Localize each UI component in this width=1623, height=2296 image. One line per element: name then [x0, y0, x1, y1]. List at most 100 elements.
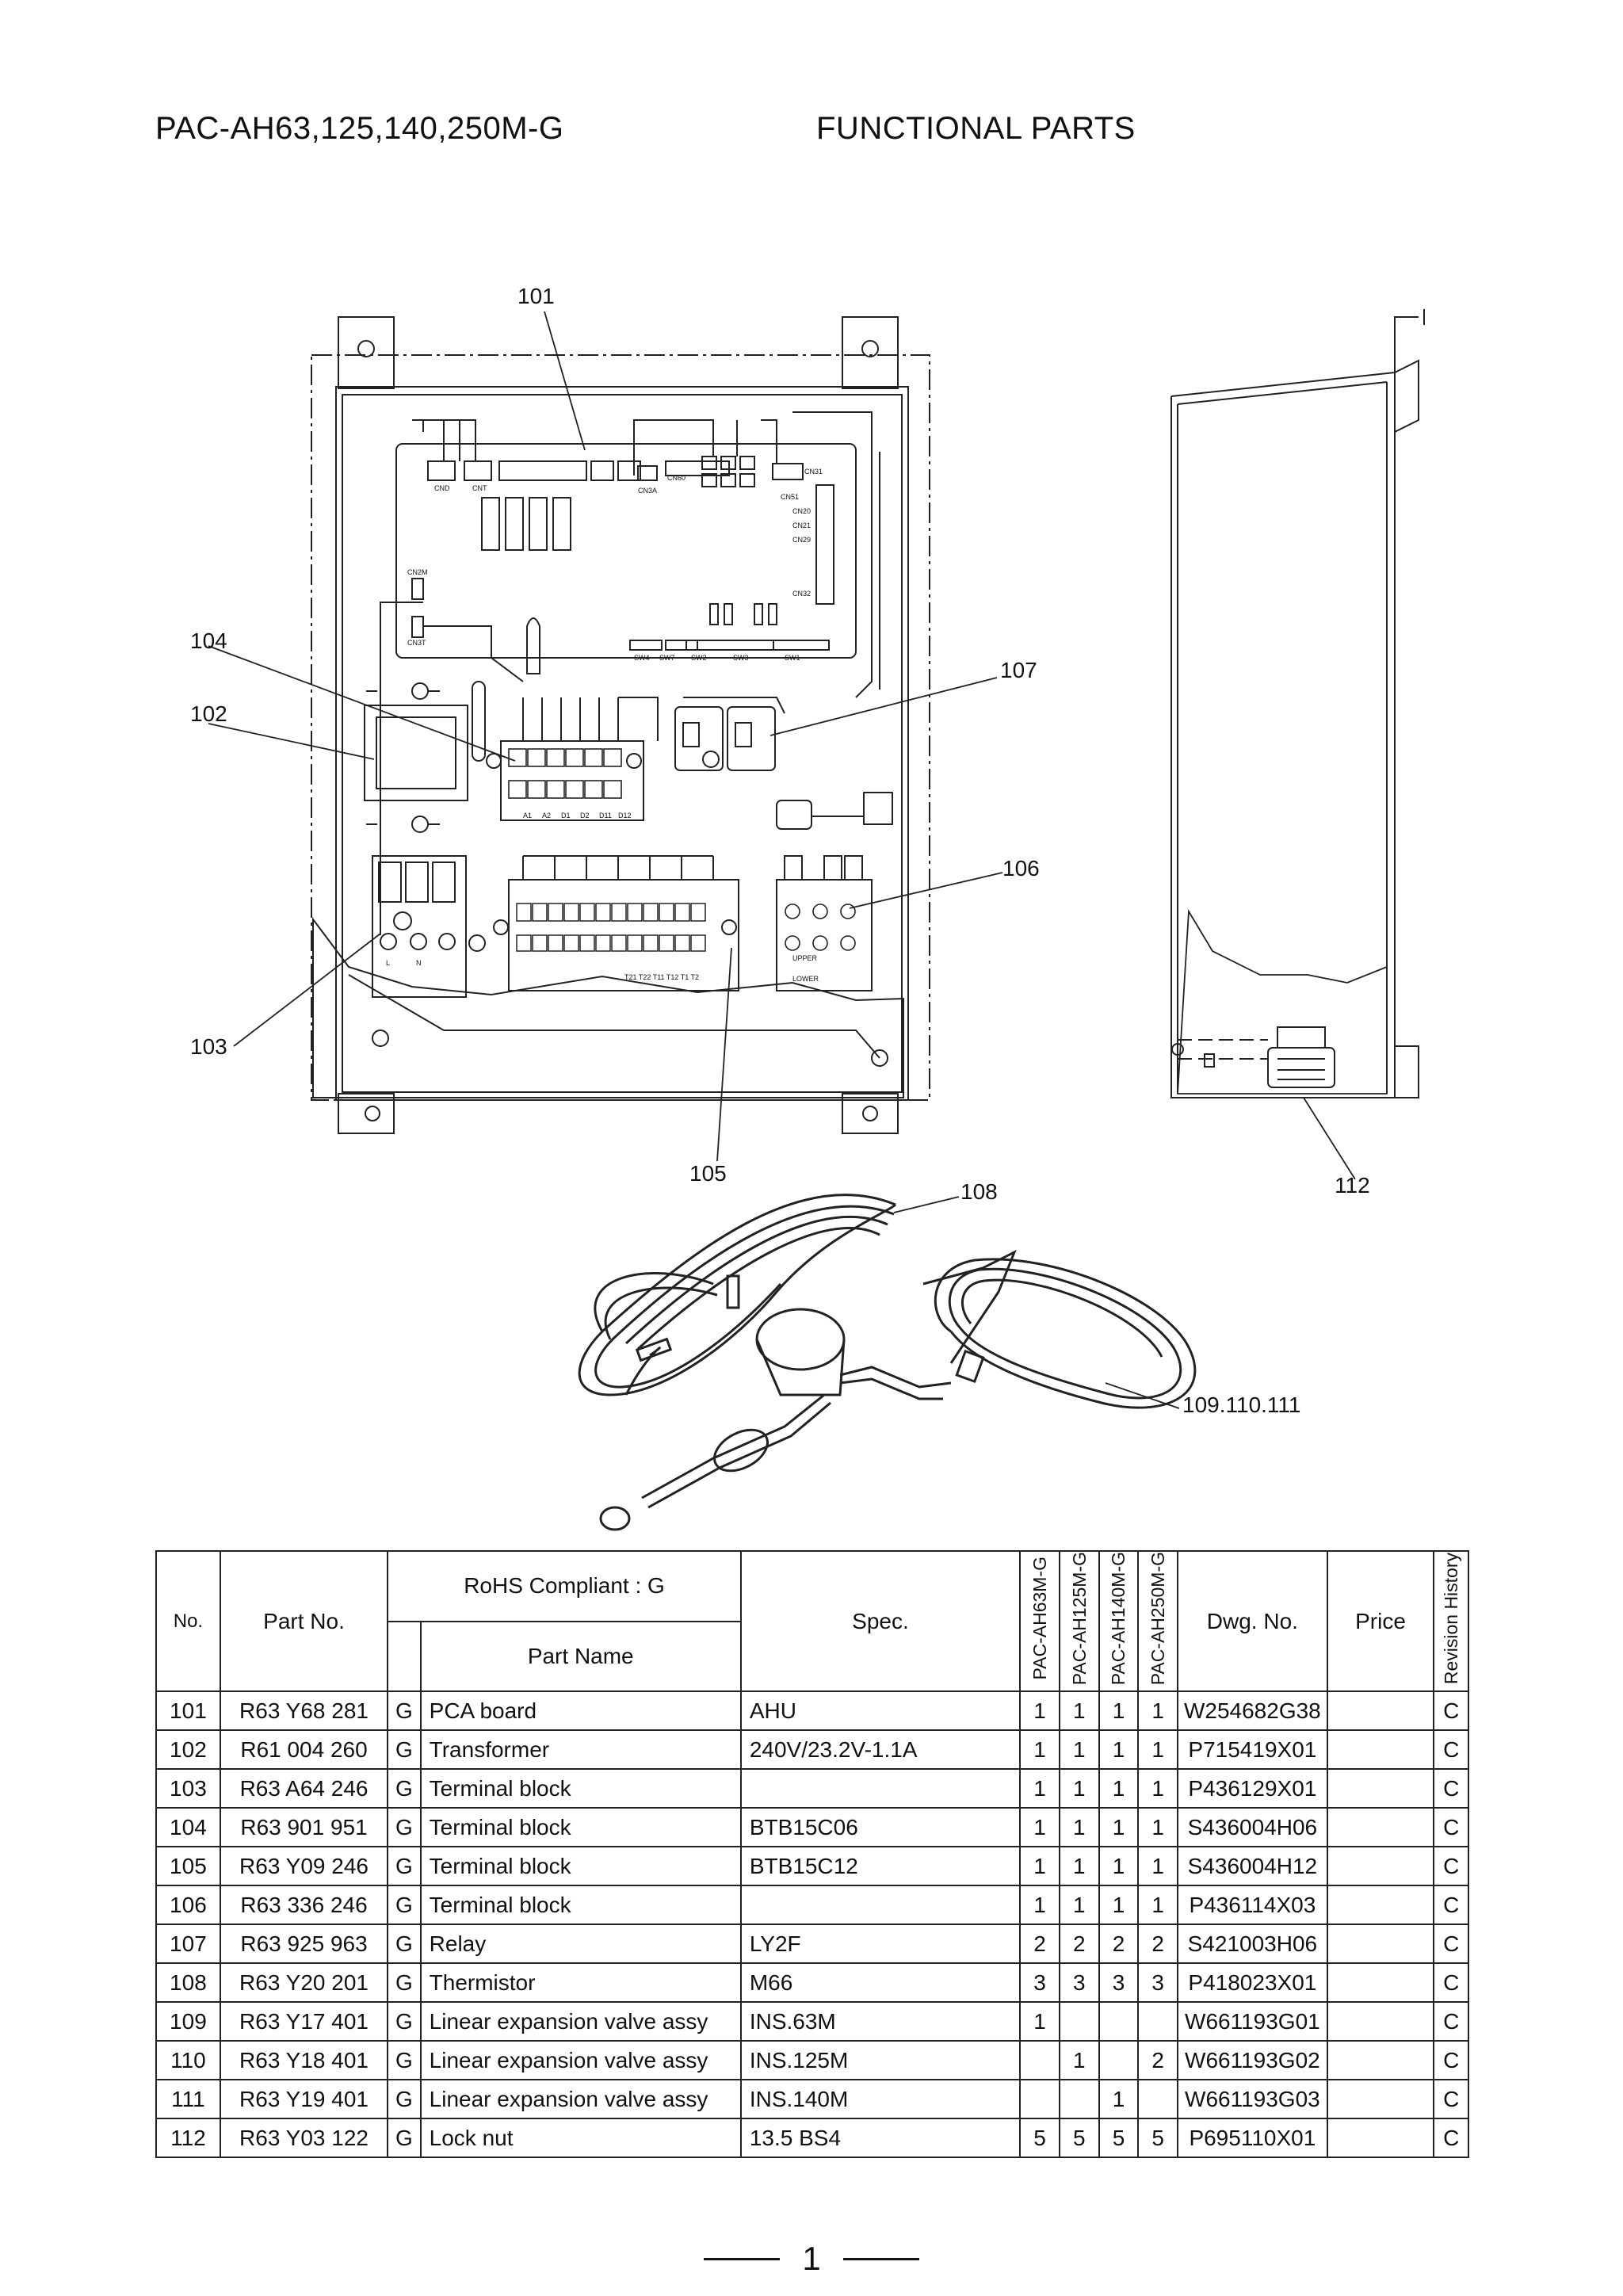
cell-qty-model-4: 1 — [1137, 1807, 1179, 1848]
callout-105: 105 — [689, 1161, 727, 1186]
cell-spec: LY2F — [739, 1924, 1022, 1965]
page-footer: 1 — [0, 2240, 1623, 2278]
parts-table: No. Part No. RoHS Compliant : G Spec. PA… — [155, 1549, 1469, 2159]
svg-text:CN20: CN20 — [792, 507, 811, 515]
cell-qty-model-2: 2 — [1058, 1924, 1100, 1965]
cell-revision: C — [1433, 2001, 1469, 2042]
col-header-revision: Revision History — [1433, 1549, 1469, 1693]
cell-qty-model-3: 2 — [1098, 1924, 1140, 1965]
cell-price — [1326, 2079, 1435, 2120]
svg-text:CN51: CN51 — [781, 493, 799, 501]
cell-no: 103 — [155, 1768, 221, 1809]
cell-spec: 13.5 BS4 — [739, 2118, 1022, 2159]
cell-qty-model-1: 1 — [1019, 1690, 1060, 1732]
cell-rohs: G — [387, 2040, 422, 2081]
cell-dwg-no: P436114X03 — [1177, 1885, 1328, 1926]
cell-price — [1326, 2040, 1435, 2081]
cell-revision: C — [1433, 1690, 1469, 1732]
cell-price — [1326, 1807, 1435, 1848]
cell-dwg-no: W661193G03 — [1177, 2079, 1328, 2120]
svg-text:N: N — [416, 959, 422, 967]
svg-text:SW7: SW7 — [659, 654, 675, 662]
cell-no: 110 — [155, 2040, 221, 2081]
cell-no: 106 — [155, 1885, 221, 1926]
cell-rohs: G — [387, 1768, 422, 1809]
cell-part-no: R63 Y19 401 — [219, 2079, 389, 2120]
cell-qty-model-1: 1 — [1019, 1885, 1060, 1926]
cell-price — [1326, 1690, 1435, 1732]
cell-part-no: R63 336 246 — [219, 1885, 389, 1926]
cell-qty-model-4: 2 — [1137, 1924, 1179, 1965]
svg-text:CN31: CN31 — [804, 468, 823, 476]
col-header-model-3: PAC-AH140M-G — [1098, 1549, 1140, 1693]
cell-qty-model-2: 1 — [1058, 1885, 1100, 1926]
cell-qty-model-1: 1 — [1019, 1846, 1060, 1887]
cell-part-no: R61 004 260 — [219, 1729, 389, 1771]
cell-qty-model-1: 2 — [1019, 1924, 1060, 1965]
cell-spec: 240V/23.2V-1.1A — [739, 1729, 1022, 1771]
cell-price — [1326, 1885, 1435, 1926]
cell-dwg-no: P436129X01 — [1177, 1768, 1328, 1809]
svg-text:CN2M: CN2M — [407, 568, 428, 576]
callout-101: 101 — [517, 284, 555, 308]
cell-rohs: G — [387, 1807, 422, 1848]
svg-text:SW1: SW1 — [785, 654, 800, 662]
cell-qty-model-1: 1 — [1019, 2001, 1060, 2042]
cell-part-no: R63 A64 246 — [219, 1768, 389, 1809]
cell-qty-model-2: 1 — [1058, 1846, 1100, 1887]
cell-rohs: G — [387, 1924, 422, 1965]
cell-rohs: G — [387, 1690, 422, 1732]
control-box-side-view — [1170, 309, 1425, 1098]
footer-rule-right — [842, 2257, 919, 2260]
callout-103: 103 — [190, 1034, 227, 1059]
col-header-part-name: Part Name — [419, 1620, 742, 1693]
svg-text:T21 T22 T11 T12 T1 T2: T21 T22 T11 T12 T1 T2 — [624, 973, 699, 981]
cell-price — [1326, 1846, 1435, 1887]
cell-part-no: R63 901 951 — [219, 1807, 389, 1848]
cell-dwg-no: S421003H06 — [1177, 1924, 1328, 1965]
cell-spec — [739, 1885, 1022, 1926]
cell-spec — [739, 1768, 1022, 1809]
cell-part-no: R63 925 963 — [219, 1924, 389, 1965]
callout-108: 108 — [960, 1179, 998, 1204]
cell-part-no: R63 Y03 122 — [219, 2118, 389, 2159]
cell-qty-model-4: 2 — [1137, 2040, 1179, 2081]
cell-qty-model-4: 1 — [1137, 1768, 1179, 1809]
cell-rohs: G — [387, 2118, 422, 2159]
callout-109-110-111: 109.110.111 — [1182, 1392, 1300, 1417]
col-header-part-no: Part No. — [219, 1549, 389, 1693]
cell-no: 111 — [155, 2079, 221, 2120]
cell-qty-model-3 — [1098, 2040, 1140, 2081]
cell-rohs: G — [387, 1846, 422, 1887]
svg-text:CN3T: CN3T — [407, 639, 426, 647]
cell-part-name: Terminal block — [419, 1885, 742, 1926]
cell-price — [1326, 1924, 1435, 1965]
cell-qty-model-1: 5 — [1019, 2118, 1060, 2159]
svg-text:CNT: CNT — [472, 484, 487, 492]
cell-no: 112 — [155, 2118, 221, 2159]
cell-part-name: Lock nut — [419, 2118, 742, 2159]
cell-qty-model-2: 1 — [1058, 1690, 1100, 1732]
cell-qty-model-1: 1 — [1019, 1768, 1060, 1809]
cell-part-name: Thermistor — [419, 1962, 742, 2004]
svg-text:CN32: CN32 — [792, 590, 811, 598]
callout-102: 102 — [190, 701, 227, 726]
cell-qty-model-1 — [1019, 2079, 1060, 2120]
svg-text:A1: A1 — [523, 812, 532, 819]
cell-qty-model-2: 1 — [1058, 1768, 1100, 1809]
col-header-rohs: RoHS Compliant : G — [387, 1550, 742, 1622]
cell-qty-model-1 — [1019, 2040, 1060, 2081]
svg-text:D11: D11 — [599, 812, 612, 819]
cell-qty-model-3 — [1098, 2001, 1140, 2042]
cell-qty-model-4: 1 — [1137, 1885, 1179, 1926]
cell-qty-model-3: 1 — [1098, 2079, 1140, 2120]
